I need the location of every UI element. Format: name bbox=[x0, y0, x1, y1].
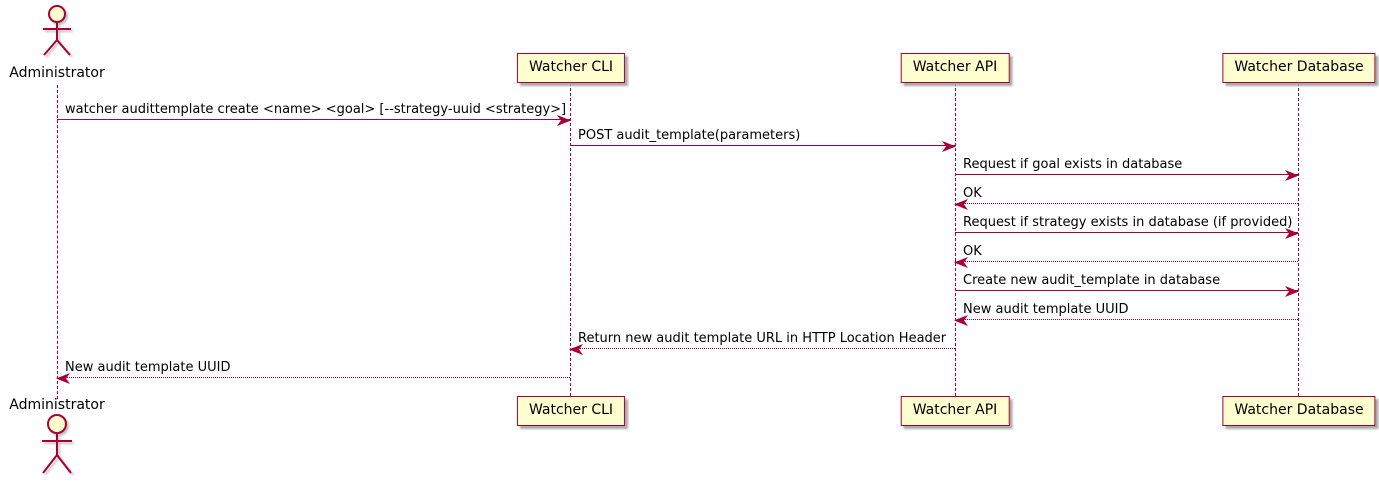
message-2: POST audit_template(parameters) bbox=[570, 127, 956, 152]
message-label: OK bbox=[963, 186, 982, 201]
arrowhead-icon bbox=[569, 344, 583, 355]
message-line bbox=[955, 319, 1298, 320]
participant-watcher-api-top: Watcher API bbox=[900, 53, 1010, 83]
message-label: Create new audit_template in database bbox=[963, 273, 1221, 288]
message-10: New audit template UUID bbox=[56, 359, 570, 384]
participant-watcher-database-top: Watcher Database bbox=[1222, 53, 1376, 83]
message-line bbox=[57, 119, 570, 120]
actor-icon bbox=[43, 5, 71, 56]
message-3: Request if goal exists in database bbox=[955, 156, 1299, 181]
lifeline-watcher-api bbox=[955, 83, 956, 396]
arrowhead-icon bbox=[1285, 170, 1299, 181]
message-line bbox=[570, 145, 955, 146]
arrowhead-icon bbox=[1285, 286, 1299, 297]
message-label: New audit template UUID bbox=[65, 360, 231, 375]
message-6: OK bbox=[954, 243, 1298, 268]
arrowhead-icon bbox=[56, 373, 70, 384]
message-4: OK bbox=[954, 185, 1298, 210]
arrowhead-icon bbox=[1285, 228, 1299, 239]
message-label: Return new audit template URL in HTTP Lo… bbox=[578, 331, 947, 346]
message-line bbox=[955, 290, 1298, 291]
message-label: POST audit_template(parameters) bbox=[578, 128, 801, 143]
message-label: Request if strategy exists in database (… bbox=[963, 215, 1293, 230]
arrowhead-icon bbox=[557, 115, 571, 126]
arrowhead-icon bbox=[954, 199, 968, 210]
message-label: OK bbox=[963, 244, 982, 259]
message-8: New audit template UUID bbox=[954, 301, 1298, 326]
actor-label-top: Administrator bbox=[9, 65, 105, 81]
message-5: Request if strategy exists in database (… bbox=[955, 214, 1299, 239]
lifeline-administrator bbox=[57, 85, 58, 399]
participant-watcher-cli-top: Watcher CLI bbox=[516, 53, 626, 83]
participant-watcher-api-bottom: Watcher API bbox=[900, 396, 1010, 426]
message-label: watcher audittemplate create <name> <goa… bbox=[65, 102, 567, 117]
participant-watcher-cli-bottom: Watcher CLI bbox=[516, 396, 626, 426]
message-line bbox=[570, 348, 955, 349]
message-9: Return new audit template URL in HTTP Lo… bbox=[569, 330, 955, 355]
message-line bbox=[955, 174, 1298, 175]
message-line bbox=[57, 377, 570, 378]
message-label: New audit template UUID bbox=[963, 302, 1129, 317]
message-line bbox=[955, 203, 1298, 204]
message-line bbox=[955, 232, 1298, 233]
message-label: Request if goal exists in database bbox=[963, 157, 1183, 172]
message-line bbox=[955, 261, 1298, 262]
arrowhead-icon bbox=[954, 257, 968, 268]
arrowhead-icon bbox=[954, 315, 968, 326]
actor-label-bottom: Administrator bbox=[9, 397, 105, 413]
lifeline-watcher-cli bbox=[570, 83, 571, 396]
arrowhead-icon bbox=[942, 141, 956, 152]
participant-watcher-database-bottom: Watcher Database bbox=[1222, 396, 1376, 426]
lifeline-watcher-database bbox=[1298, 83, 1299, 396]
message-1: watcher audittemplate create <name> <goa… bbox=[57, 101, 571, 126]
message-7: Create new audit_template in database bbox=[955, 272, 1299, 297]
actor-icon bbox=[42, 414, 72, 474]
